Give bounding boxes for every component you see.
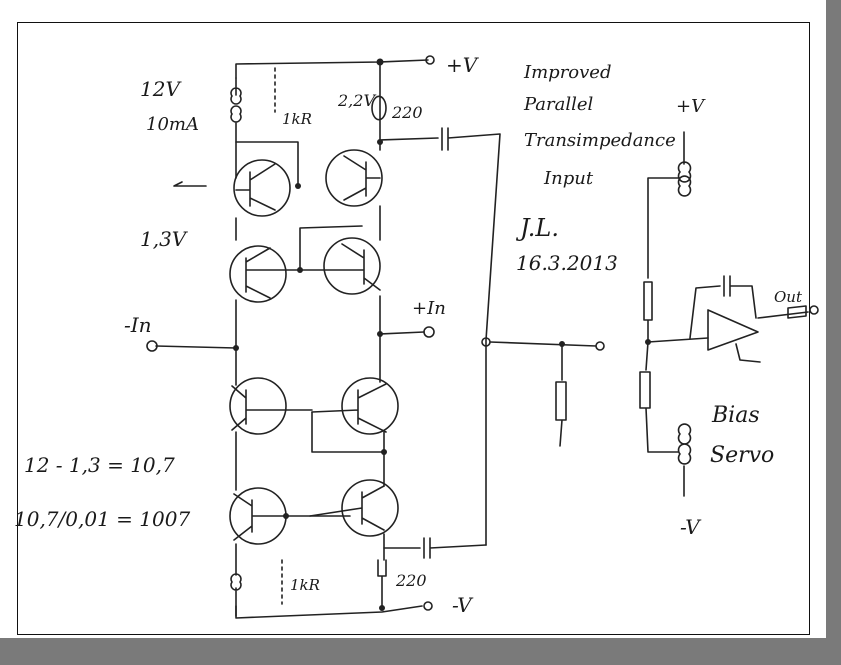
paper-sheet bbox=[17, 22, 810, 635]
label-servo-minus-v: -V bbox=[680, 515, 702, 539]
top-rail bbox=[235, 59, 429, 79]
label-bias: Bias bbox=[711, 403, 760, 428]
label-calc-1: 12 - 1,3 = 10,7 bbox=[24, 453, 175, 477]
junction-base-top bbox=[295, 183, 301, 189]
title-line-4: Input bbox=[543, 168, 594, 189]
bottom-rail bbox=[235, 605, 423, 619]
label-input-minus: -In bbox=[124, 313, 152, 337]
servo-top-resistor bbox=[643, 131, 692, 343]
output-resistor-servo bbox=[787, 305, 807, 319]
transistor-q5 bbox=[229, 377, 313, 435]
label-1k-bottom: 1kR bbox=[290, 576, 320, 594]
label-calc-2: 10,7/0,01 = 1007 bbox=[14, 507, 190, 531]
signature: J.L. bbox=[515, 214, 559, 242]
label-13v: 1,3V bbox=[140, 227, 189, 251]
label-servo: Servo bbox=[710, 443, 774, 468]
label-out: Out bbox=[774, 288, 803, 306]
transistor-q4 bbox=[299, 237, 381, 295]
servo-bottom-diodes bbox=[677, 423, 692, 497]
transistor-q7 bbox=[229, 487, 351, 545]
terminal-minus-v bbox=[423, 601, 433, 611]
junction-input-minus bbox=[233, 345, 239, 351]
terminal-servo-out bbox=[809, 305, 819, 315]
page-shadow-right bbox=[826, 0, 841, 665]
terminal-input-plus bbox=[423, 326, 435, 338]
terminal-plus-v bbox=[425, 55, 435, 65]
label-servo-plus-v: +V bbox=[676, 96, 706, 117]
label-10ma: 10mA bbox=[146, 114, 199, 135]
label-1k-top: 1kR bbox=[282, 110, 312, 128]
opamp bbox=[707, 309, 759, 351]
transistor-q2 bbox=[325, 149, 383, 207]
input-plus-wire bbox=[379, 331, 425, 335]
label-plus-v-top: +V bbox=[446, 53, 480, 77]
label-input-plus: +In bbox=[412, 298, 446, 319]
junction-base-bottom bbox=[283, 513, 289, 519]
page-shadow-bottom bbox=[0, 638, 841, 665]
terminal-output bbox=[595, 341, 605, 351]
transistor-q8 bbox=[309, 479, 399, 537]
load-resistor bbox=[555, 343, 567, 447]
bias-bridge-top bbox=[235, 141, 381, 187]
opamp-wiring bbox=[647, 275, 809, 363]
resistor-220-bottom bbox=[377, 559, 387, 607]
label-220-bottom: 220 bbox=[395, 571, 427, 590]
arrow-left bbox=[173, 181, 207, 187]
right-vertical bbox=[379, 205, 385, 561]
transistor-q3 bbox=[229, 245, 299, 303]
label-220-top: 220 bbox=[391, 103, 423, 122]
label-12v: 12V bbox=[140, 77, 182, 101]
title-line-3: Transimpedance bbox=[524, 130, 676, 151]
zener-22 bbox=[371, 61, 387, 143]
resistor-left-top bbox=[230, 77, 242, 179]
terminal-input-minus bbox=[146, 340, 158, 352]
capacitor-bottom bbox=[383, 537, 487, 559]
transistor-q1 bbox=[233, 159, 291, 217]
capacitor-top bbox=[379, 127, 501, 546]
title-line-1: Improved bbox=[523, 62, 612, 83]
transistor-q6 bbox=[311, 377, 399, 435]
mid-bridge bbox=[299, 225, 385, 453]
output-wire bbox=[489, 341, 597, 347]
junction-mid-right bbox=[381, 449, 387, 455]
junction-input-plus bbox=[377, 331, 383, 337]
title-line-2: Parallel bbox=[523, 94, 594, 115]
label-22v: 2,2V bbox=[337, 91, 376, 110]
servo-bottom-resistor bbox=[639, 341, 679, 453]
junction-bottom bbox=[379, 605, 385, 611]
date: 16.3.2013 bbox=[516, 251, 618, 275]
input-minus-wire bbox=[155, 345, 237, 349]
label-minus-v-bottom: -V bbox=[452, 593, 474, 617]
